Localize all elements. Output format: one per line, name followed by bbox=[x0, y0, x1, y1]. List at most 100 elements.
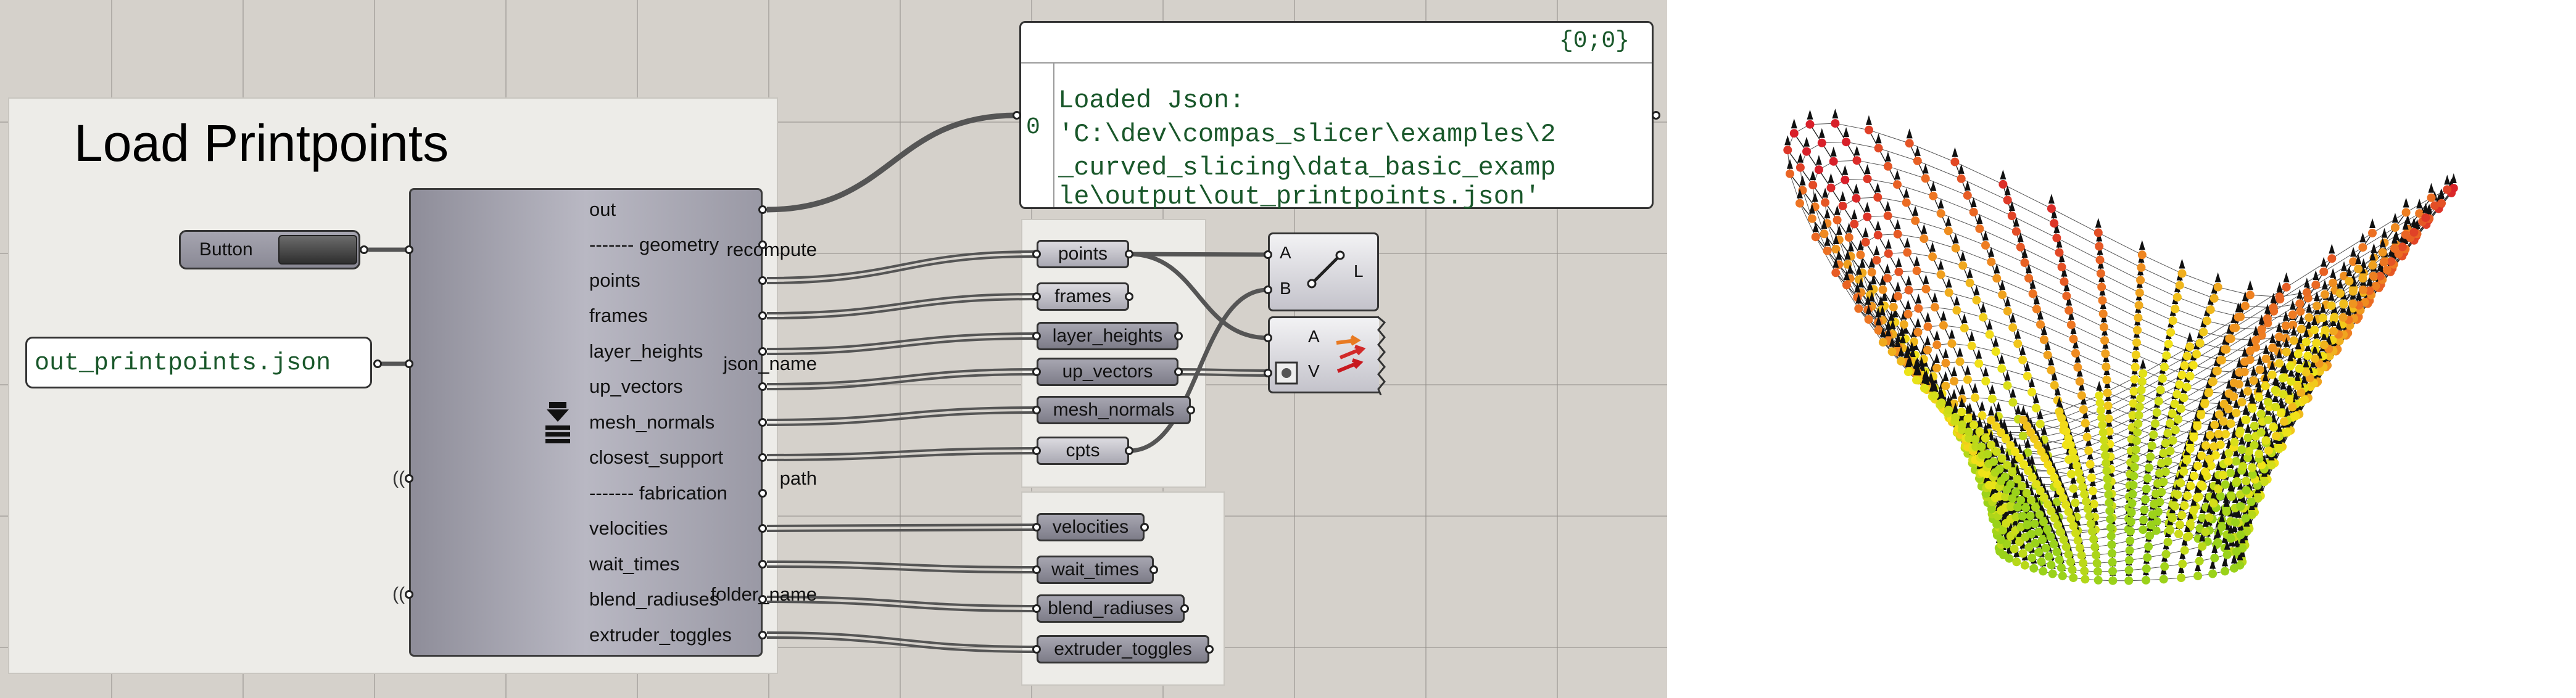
relay-port[interactable] bbox=[1032, 406, 1041, 414]
button-face[interactable] bbox=[278, 235, 357, 265]
vector-port-a[interactable] bbox=[1264, 334, 1272, 342]
relay-0[interactable]: points bbox=[1037, 240, 1129, 268]
button-output-port[interactable] bbox=[360, 245, 368, 254]
component-output-port[interactable] bbox=[758, 240, 767, 249]
relay-4[interactable]: mesh_normals bbox=[1037, 396, 1191, 424]
relay-fab-0[interactable]: velocities bbox=[1037, 513, 1145, 541]
relay-port[interactable] bbox=[1032, 446, 1041, 455]
relay-port[interactable] bbox=[1125, 292, 1133, 301]
wire-geometry-relay[interactable] bbox=[766, 447, 1037, 456]
relay-port[interactable] bbox=[1140, 523, 1149, 532]
relay-port[interactable] bbox=[1032, 604, 1041, 613]
component-output-port[interactable] bbox=[758, 347, 767, 356]
wire-fabrication-relay[interactable] bbox=[766, 601, 1037, 612]
up-vector-arrow bbox=[2211, 543, 2218, 553]
wire-fabrication-relay[interactable] bbox=[766, 636, 1037, 653]
wire-fabrication-relay[interactable] bbox=[766, 560, 1037, 569]
line-port-b[interactable] bbox=[1264, 285, 1272, 294]
3d-preview-viewport[interactable] bbox=[1667, 0, 2576, 698]
relay-port[interactable] bbox=[1032, 645, 1041, 654]
grasshopper-canvas[interactable]: Load Printpoints Button out_printpoints.… bbox=[0, 0, 1667, 698]
wire-geometry-relay[interactable] bbox=[766, 373, 1037, 390]
relay-port[interactable] bbox=[1032, 292, 1041, 301]
relay-port[interactable] bbox=[1149, 565, 1158, 574]
wire-geometry-relay[interactable] bbox=[766, 255, 1037, 284]
component-output-port[interactable] bbox=[758, 489, 767, 498]
relay-3[interactable]: up_vectors bbox=[1037, 358, 1178, 386]
component-output-port[interactable] bbox=[758, 453, 767, 462]
vector-port-v[interactable] bbox=[1264, 369, 1272, 377]
relay-5[interactable]: cpts bbox=[1037, 437, 1129, 465]
printpoint bbox=[2023, 422, 2032, 431]
wire-geometry-relay[interactable] bbox=[766, 452, 1037, 461]
relay-port[interactable] bbox=[1032, 565, 1041, 574]
wire-upvectors-v[interactable] bbox=[1178, 373, 1269, 377]
printpoint bbox=[2226, 469, 2235, 478]
line-component[interactable]: A B L bbox=[1268, 232, 1379, 311]
wire-fabrication-relay[interactable] bbox=[766, 524, 1037, 527]
up-vector-arrow bbox=[2328, 290, 2335, 301]
json-name-panel[interactable]: out_printpoints.json bbox=[25, 337, 372, 388]
output-panel[interactable]: {0;0} 0 Loaded Json: 'C:\dev\compas_slic… bbox=[1019, 21, 1654, 211]
relay-1[interactable]: frames bbox=[1037, 282, 1129, 311]
wire-geometry-relay[interactable] bbox=[766, 368, 1037, 385]
relay-port[interactable] bbox=[1174, 367, 1183, 376]
wire-fabrication-relay[interactable] bbox=[766, 565, 1037, 573]
line-port-a[interactable] bbox=[1264, 250, 1272, 259]
component-output-port[interactable] bbox=[758, 560, 767, 569]
relay-port[interactable] bbox=[1032, 523, 1041, 532]
relay-2[interactable]: layer_heights bbox=[1037, 322, 1178, 350]
component-output-port[interactable] bbox=[758, 276, 767, 285]
wire-geometry-relay[interactable] bbox=[766, 250, 1037, 279]
wire-upvectors-v[interactable] bbox=[1178, 368, 1269, 372]
component-input-port[interactable] bbox=[405, 245, 413, 254]
relay-port[interactable] bbox=[1125, 250, 1133, 258]
relay-port[interactable] bbox=[1032, 250, 1041, 258]
relay-fab-1[interactable]: wait_times bbox=[1037, 556, 1154, 584]
relay-port[interactable] bbox=[1032, 332, 1041, 340]
printpoint bbox=[1820, 229, 1829, 239]
wire-points-vector-a[interactable] bbox=[1129, 252, 1269, 340]
up-vector-arrow bbox=[1913, 365, 1920, 376]
relay-fab-3[interactable]: extruder_toggles bbox=[1037, 635, 1209, 663]
printpoint bbox=[2071, 348, 2080, 358]
component-output-port[interactable] bbox=[758, 382, 767, 391]
printpoint bbox=[2242, 415, 2251, 424]
wire-fabrication-relay[interactable] bbox=[766, 631, 1037, 648]
wire-geometry-relay[interactable] bbox=[766, 332, 1037, 350]
wire-geometry-relay[interactable] bbox=[766, 298, 1037, 319]
wire-points-a[interactable] bbox=[1129, 252, 1269, 257]
load-printpoints-component[interactable] bbox=[409, 188, 763, 657]
component-input-port[interactable] bbox=[405, 474, 413, 483]
relay-port[interactable] bbox=[1032, 367, 1041, 376]
vector-display-component[interactable]: A V bbox=[1268, 316, 1386, 395]
wire-geometry-relay[interactable] bbox=[766, 406, 1037, 421]
component-output-port[interactable] bbox=[758, 205, 767, 214]
wire-fabrication-relay[interactable] bbox=[766, 596, 1037, 607]
component-input-port[interactable] bbox=[405, 359, 413, 368]
json-panel-output-port[interactable] bbox=[373, 359, 382, 368]
relay-port[interactable] bbox=[1205, 645, 1214, 654]
wire-fabrication-relay[interactable] bbox=[766, 528, 1037, 532]
component-output-port[interactable] bbox=[758, 311, 767, 320]
relay-port[interactable] bbox=[1174, 332, 1183, 340]
wire-out-panel[interactable] bbox=[766, 112, 1017, 213]
component-output-port[interactable] bbox=[758, 524, 767, 533]
up-vector-arrow bbox=[2319, 303, 2326, 313]
panel-output-port[interactable] bbox=[1652, 111, 1660, 120]
wire-geometry-relay[interactable] bbox=[766, 337, 1037, 355]
relay-fab-2[interactable]: blend_radiuses bbox=[1037, 594, 1185, 623]
component-input-port[interactable] bbox=[405, 590, 413, 599]
relay-port[interactable] bbox=[1125, 446, 1133, 455]
component-output-port[interactable] bbox=[758, 418, 767, 427]
recompute-button[interactable]: Button bbox=[179, 230, 360, 269]
printpoint bbox=[2202, 316, 2211, 326]
relay-port[interactable] bbox=[1187, 406, 1195, 414]
panel-input-port[interactable] bbox=[1013, 111, 1021, 120]
component-output-port[interactable] bbox=[758, 631, 767, 639]
up-vector-arrow bbox=[1942, 348, 1949, 358]
component-output-port[interactable] bbox=[758, 595, 767, 604]
relay-port[interactable] bbox=[1180, 604, 1189, 613]
wire-geometry-relay[interactable] bbox=[766, 411, 1037, 426]
wire-geometry-relay[interactable] bbox=[766, 293, 1037, 314]
